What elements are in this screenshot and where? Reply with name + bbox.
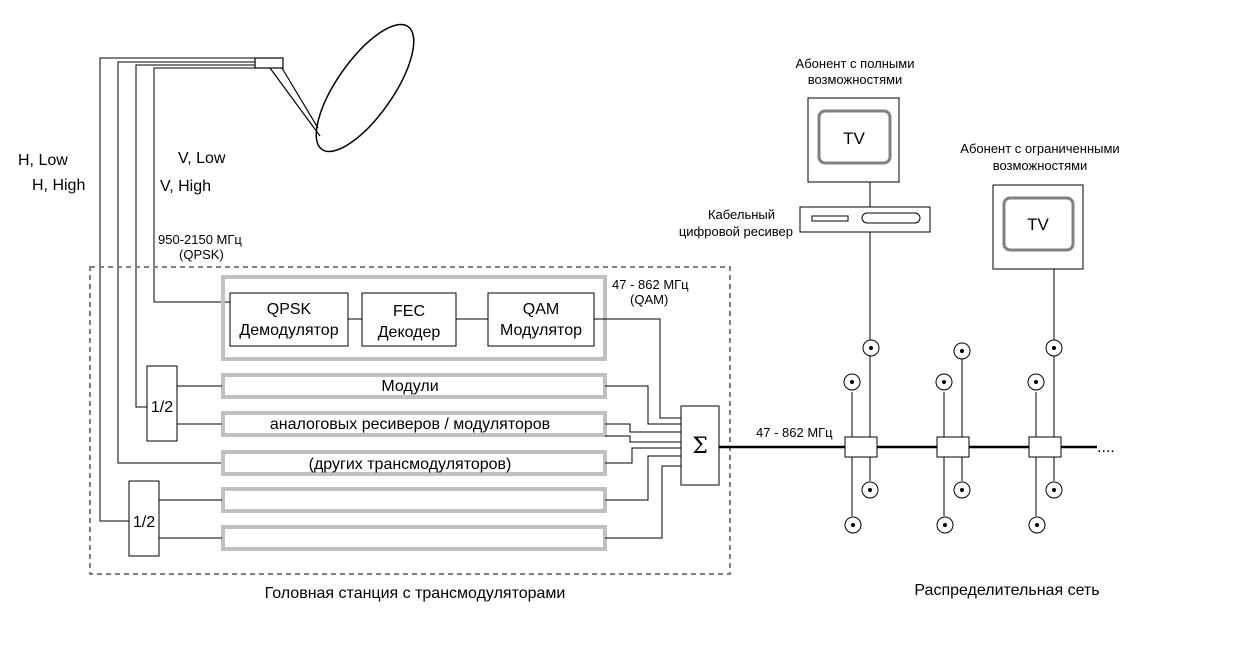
module-row-1-label: Модули xyxy=(381,378,438,395)
tv-label-full: TV xyxy=(843,129,865,148)
qam-modulation-label: (QAM) xyxy=(630,292,668,307)
demodulator-label: Демодулятор xyxy=(239,322,338,339)
combiner-feed-lines xyxy=(594,318,681,539)
network-caption: Распределительная сеть xyxy=(914,582,1099,599)
output-band-label: 47 - 862 МГц xyxy=(756,425,833,440)
module-bar-5 xyxy=(221,525,607,551)
combiner-block: Σ xyxy=(680,405,720,486)
headend-caption: Головная станция с трансмодуляторами xyxy=(265,585,566,602)
module-bar-4 xyxy=(221,487,607,513)
v-low-label: V, Low xyxy=(178,150,226,167)
v-high-label: V, High xyxy=(160,178,211,195)
splitter-upper: 1/2 xyxy=(146,365,178,442)
qam-modulator-block: QAM Модулятор xyxy=(487,292,595,347)
sigma-icon: Σ xyxy=(692,434,708,459)
decoder-label: Декодер xyxy=(378,324,441,341)
if-modulation-label: (QPSK) xyxy=(179,247,224,262)
full-subscriber-label-2: возможностями xyxy=(808,72,903,87)
tap-3 xyxy=(1028,268,1062,516)
headend-boundary xyxy=(89,266,731,575)
if-band-label: 950-2150 МГц xyxy=(158,232,242,247)
transmodulator-box xyxy=(221,275,607,361)
tv-label-limited: TV xyxy=(1027,215,1049,234)
tv-icon-full: TV xyxy=(807,97,900,183)
qam-label: QAM xyxy=(523,301,559,318)
fec-label: FEC xyxy=(393,303,425,320)
module-row-3-label: (других трансмодуляторов) xyxy=(309,456,512,473)
qpsk-label: QPSK xyxy=(267,301,312,318)
qpsk-demodulator-block: QPSK Демодулятор xyxy=(229,292,349,347)
splitter-upper-label: 1/2 xyxy=(151,399,173,416)
module-row-2-label: аналоговых ресиверов / модуляторов xyxy=(270,416,550,433)
full-subscriber-label-1: Абонент с полными xyxy=(796,56,915,71)
trunk-continuation: .... xyxy=(1097,439,1115,456)
limited-subscriber-label-1: Абонент с ограниченными xyxy=(960,141,1119,156)
h-low-label: H, Low xyxy=(18,152,68,169)
limited-subscriber-label-2: возможностями xyxy=(993,158,1088,173)
fec-decoder-block: FEC Декодер xyxy=(361,292,457,347)
splitter-lower-label: 1/2 xyxy=(133,514,155,531)
tv-icon-limited: TV xyxy=(992,184,1084,270)
receiver-label-2: цифровой ресивер xyxy=(679,224,793,239)
h-high-label: H, High xyxy=(32,177,85,194)
splitter-lower: 1/2 xyxy=(128,480,160,557)
receiver-label-1: Кабельный xyxy=(708,207,775,222)
modulator-label: Модулятор xyxy=(500,322,582,339)
lnb-feeder-cables xyxy=(99,57,255,522)
cable-receiver-icon xyxy=(799,206,931,233)
qam-band-label: 47 - 862 МГц xyxy=(612,277,689,292)
satellite-dish-icon xyxy=(254,23,415,153)
lnb-icon xyxy=(254,57,284,69)
outlet-icons xyxy=(843,339,1063,534)
